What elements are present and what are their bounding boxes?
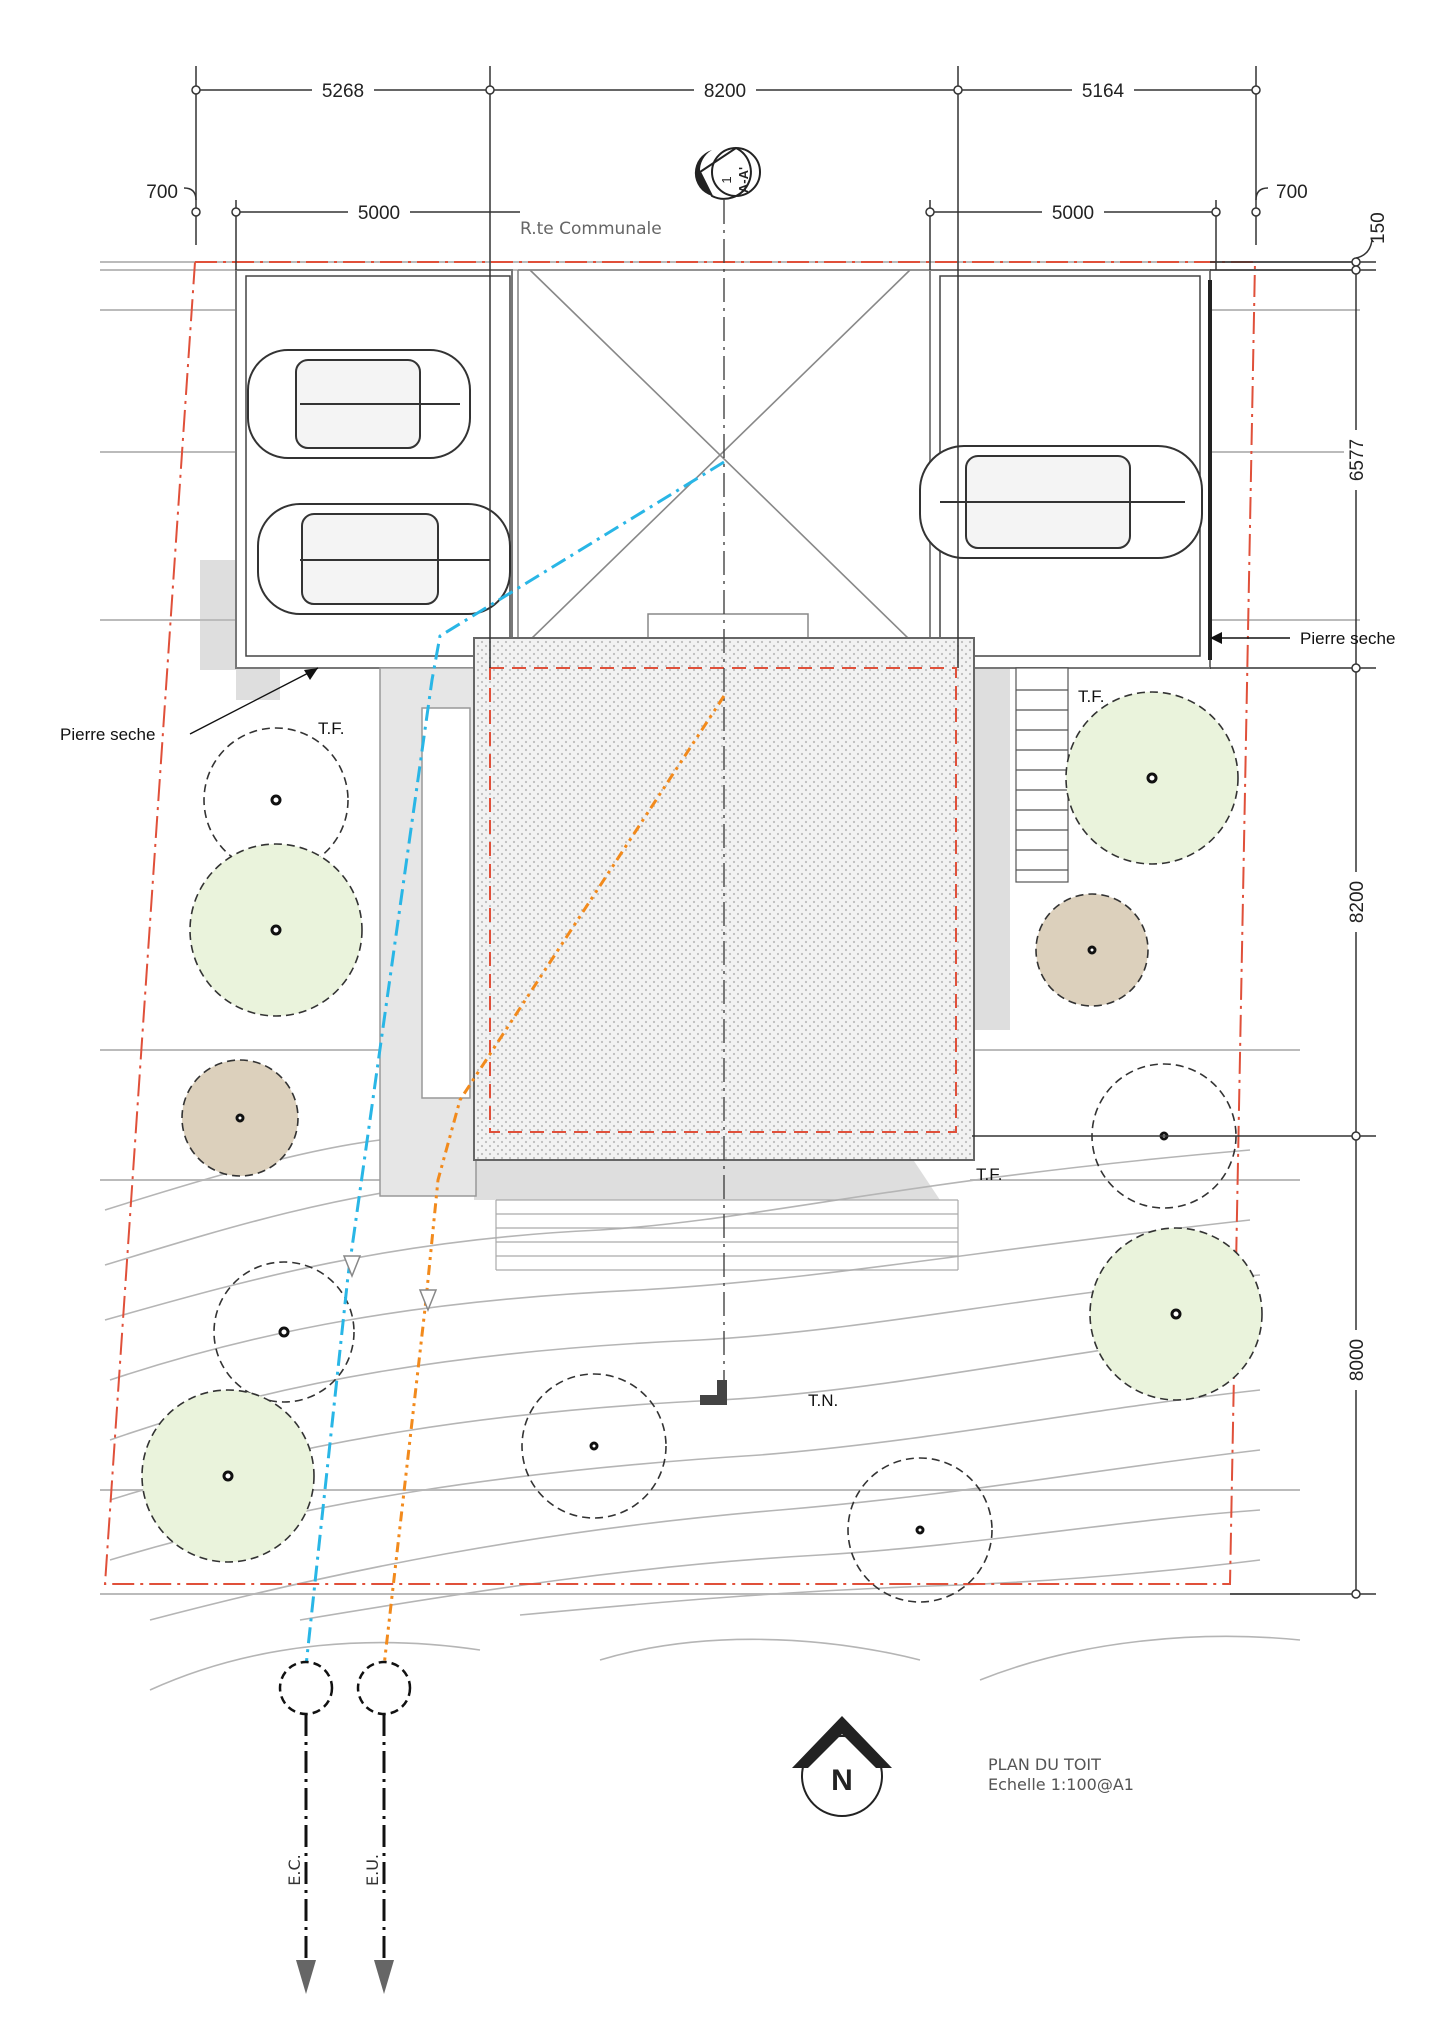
wall-right-callout — [1210, 632, 1290, 644]
tf-label-right-bottom: T.F. — [976, 1165, 1002, 1184]
dim-top-left: 5268 — [322, 81, 364, 102]
tree-trunks — [222, 772, 1182, 1535]
drain-ec-line — [304, 460, 725, 1667]
dimension-ticks — [191, 85, 1361, 1599]
dim-right-3: 8000 — [1347, 1339, 1368, 1381]
car-left-1 — [247, 349, 471, 459]
car-right — [919, 445, 1203, 559]
dim-parking-right: 5000 — [1052, 203, 1094, 224]
dim-right-top: 150 — [1368, 212, 1389, 244]
section-number: 1 — [719, 176, 734, 183]
outflow-arrows — [296, 1960, 394, 1994]
dim-top-center: 8200 — [704, 81, 746, 102]
drawing-scale: Echelle 1:100@A1 — [988, 1775, 1134, 1794]
wall-left-label: Pierre seche — [60, 725, 155, 744]
section-marker-icon — [694, 146, 761, 200]
north-label: N — [831, 1764, 853, 1797]
tree-4 — [213, 1261, 355, 1403]
tn-label: T.N. — [808, 1391, 838, 1410]
section-axis — [700, 200, 727, 1405]
tree-10 — [521, 1373, 667, 1519]
drawing-title: PLAN DU TOIT — [988, 1755, 1101, 1774]
dim-parking-left: 5000 — [358, 203, 400, 224]
dim-offset-right: 700 — [1276, 182, 1308, 203]
pipe-ec-label: E.C. — [285, 1854, 304, 1885]
pipe-eu-label: E.U. — [363, 1854, 382, 1886]
outflow-lines — [304, 1714, 386, 1966]
dim-right-2: 8200 — [1347, 881, 1368, 923]
road-label: R.te Communale — [520, 219, 662, 239]
wall-right-label: Pierre seche — [1300, 629, 1395, 648]
section-name: A-A' — [736, 167, 751, 193]
car-left-2 — [257, 503, 511, 615]
drain-eu-line — [382, 695, 726, 1667]
tf-label-right-top: T.F. — [1078, 687, 1104, 706]
manholes — [278, 1660, 412, 1716]
tree-11 — [847, 1457, 993, 1603]
dim-top-right: 5164 — [1082, 81, 1125, 102]
front-steps — [495, 1199, 959, 1271]
wall-left-callout — [189, 667, 319, 735]
side-walkway — [379, 667, 477, 1197]
dim-text-bg — [312, 78, 1368, 1390]
property-line — [103, 261, 1257, 1585]
access-ramp — [517, 269, 931, 668]
dim-right-1: 6577 — [1347, 439, 1368, 481]
tree-1 — [203, 727, 349, 873]
north-arrow-icon — [792, 1716, 892, 1817]
flow-arrows — [342, 1255, 438, 1313]
tf-label-left: T.F. — [318, 719, 344, 738]
dim-offset-left: 700 — [146, 182, 178, 203]
stairs-right — [1015, 667, 1069, 883]
